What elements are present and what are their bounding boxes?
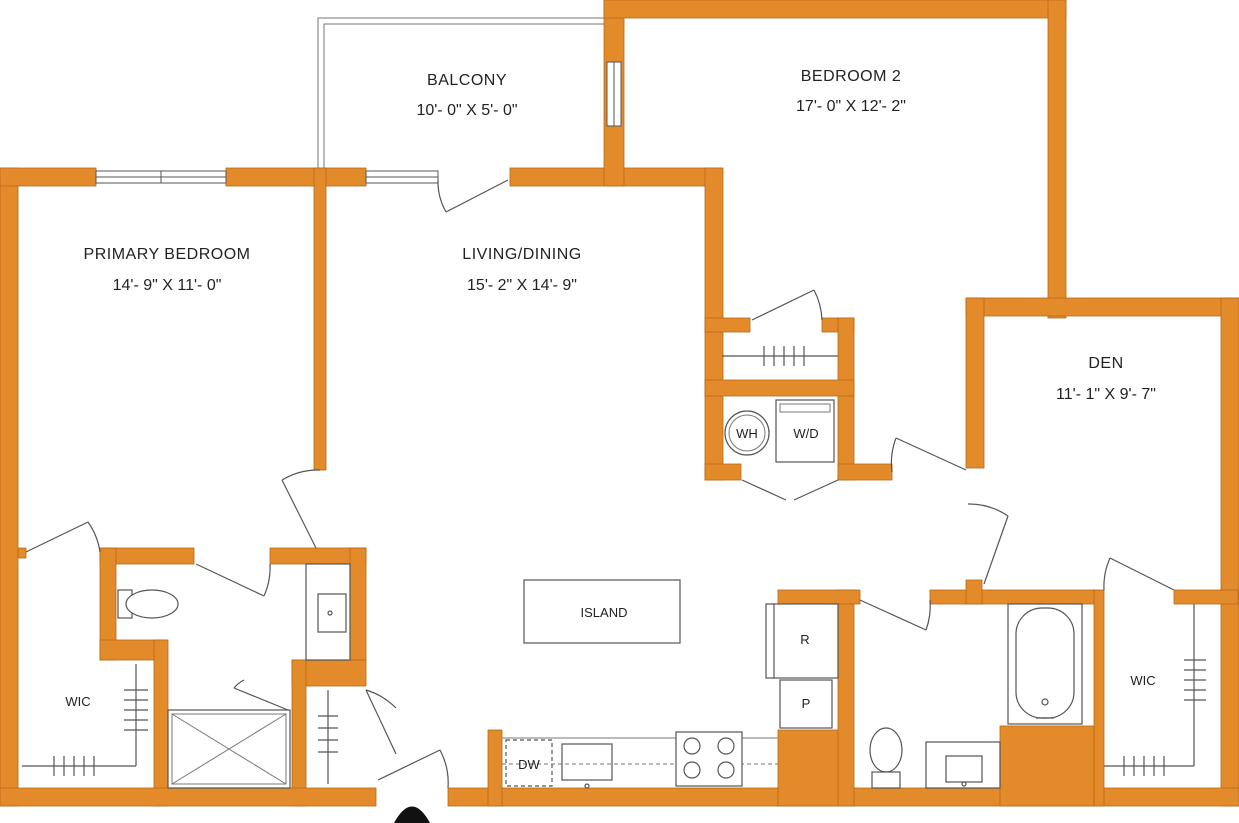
bathtub-icon [1007, 603, 1083, 725]
balcony-dimensions: 10'- 0" X 5'- 0" [416, 102, 517, 119]
bedroom2-name: BEDROOM 2 [801, 68, 902, 85]
pantry-label: P [802, 696, 811, 711]
pantry [779, 679, 833, 729]
island [523, 579, 681, 644]
toilet-icon [117, 589, 179, 619]
balcony-name: BALCONY [427, 72, 507, 89]
living-dining-name: LIVING/DINING [462, 246, 581, 263]
living-dining-dimensions: 15'- 2" X 14'- 9" [467, 277, 577, 294]
laundry [724, 399, 835, 463]
refrigerator-label: R [800, 632, 809, 647]
island-label: ISLAND [581, 605, 628, 620]
toilet-icon [869, 727, 903, 789]
dishwasher-label: DW [518, 757, 540, 772]
shower-icon [167, 709, 291, 789]
door-swing-icon [25, 179, 1175, 789]
bedroom2-dimensions: 17'- 0" X 12'- 2" [796, 98, 906, 115]
wic-primary-label: WIC [65, 694, 90, 709]
sink-icon [561, 743, 613, 781]
den-dimensions: 11'- 1" X 9'- 7" [1056, 386, 1156, 403]
sink-icon [305, 563, 351, 661]
refrigerator [771, 603, 839, 679]
den-name: DEN [1088, 355, 1123, 372]
closet-rod-icon [22, 346, 1206, 784]
sink-icon [925, 741, 1001, 789]
cooktop-icon [675, 731, 743, 787]
north-arrow-icon [394, 806, 430, 823]
wic-den-label: WIC [1130, 673, 1155, 688]
primary-bedroom-name: PRIMARY BEDROOM [84, 246, 251, 263]
windows [95, 61, 622, 184]
hall-bath [869, 603, 1083, 789]
kitchen [502, 579, 839, 789]
water-heater-label: WH [736, 426, 758, 441]
primary-bedroom-dimensions: 14'- 9" X 11'- 0" [113, 277, 222, 294]
dishwasher [505, 739, 553, 787]
washer-dryer [775, 399, 835, 463]
balcony-railing [317, 17, 606, 168]
primary-bath [117, 563, 351, 789]
washer-dryer-label: W/D [793, 426, 818, 441]
water-heater [724, 410, 770, 456]
